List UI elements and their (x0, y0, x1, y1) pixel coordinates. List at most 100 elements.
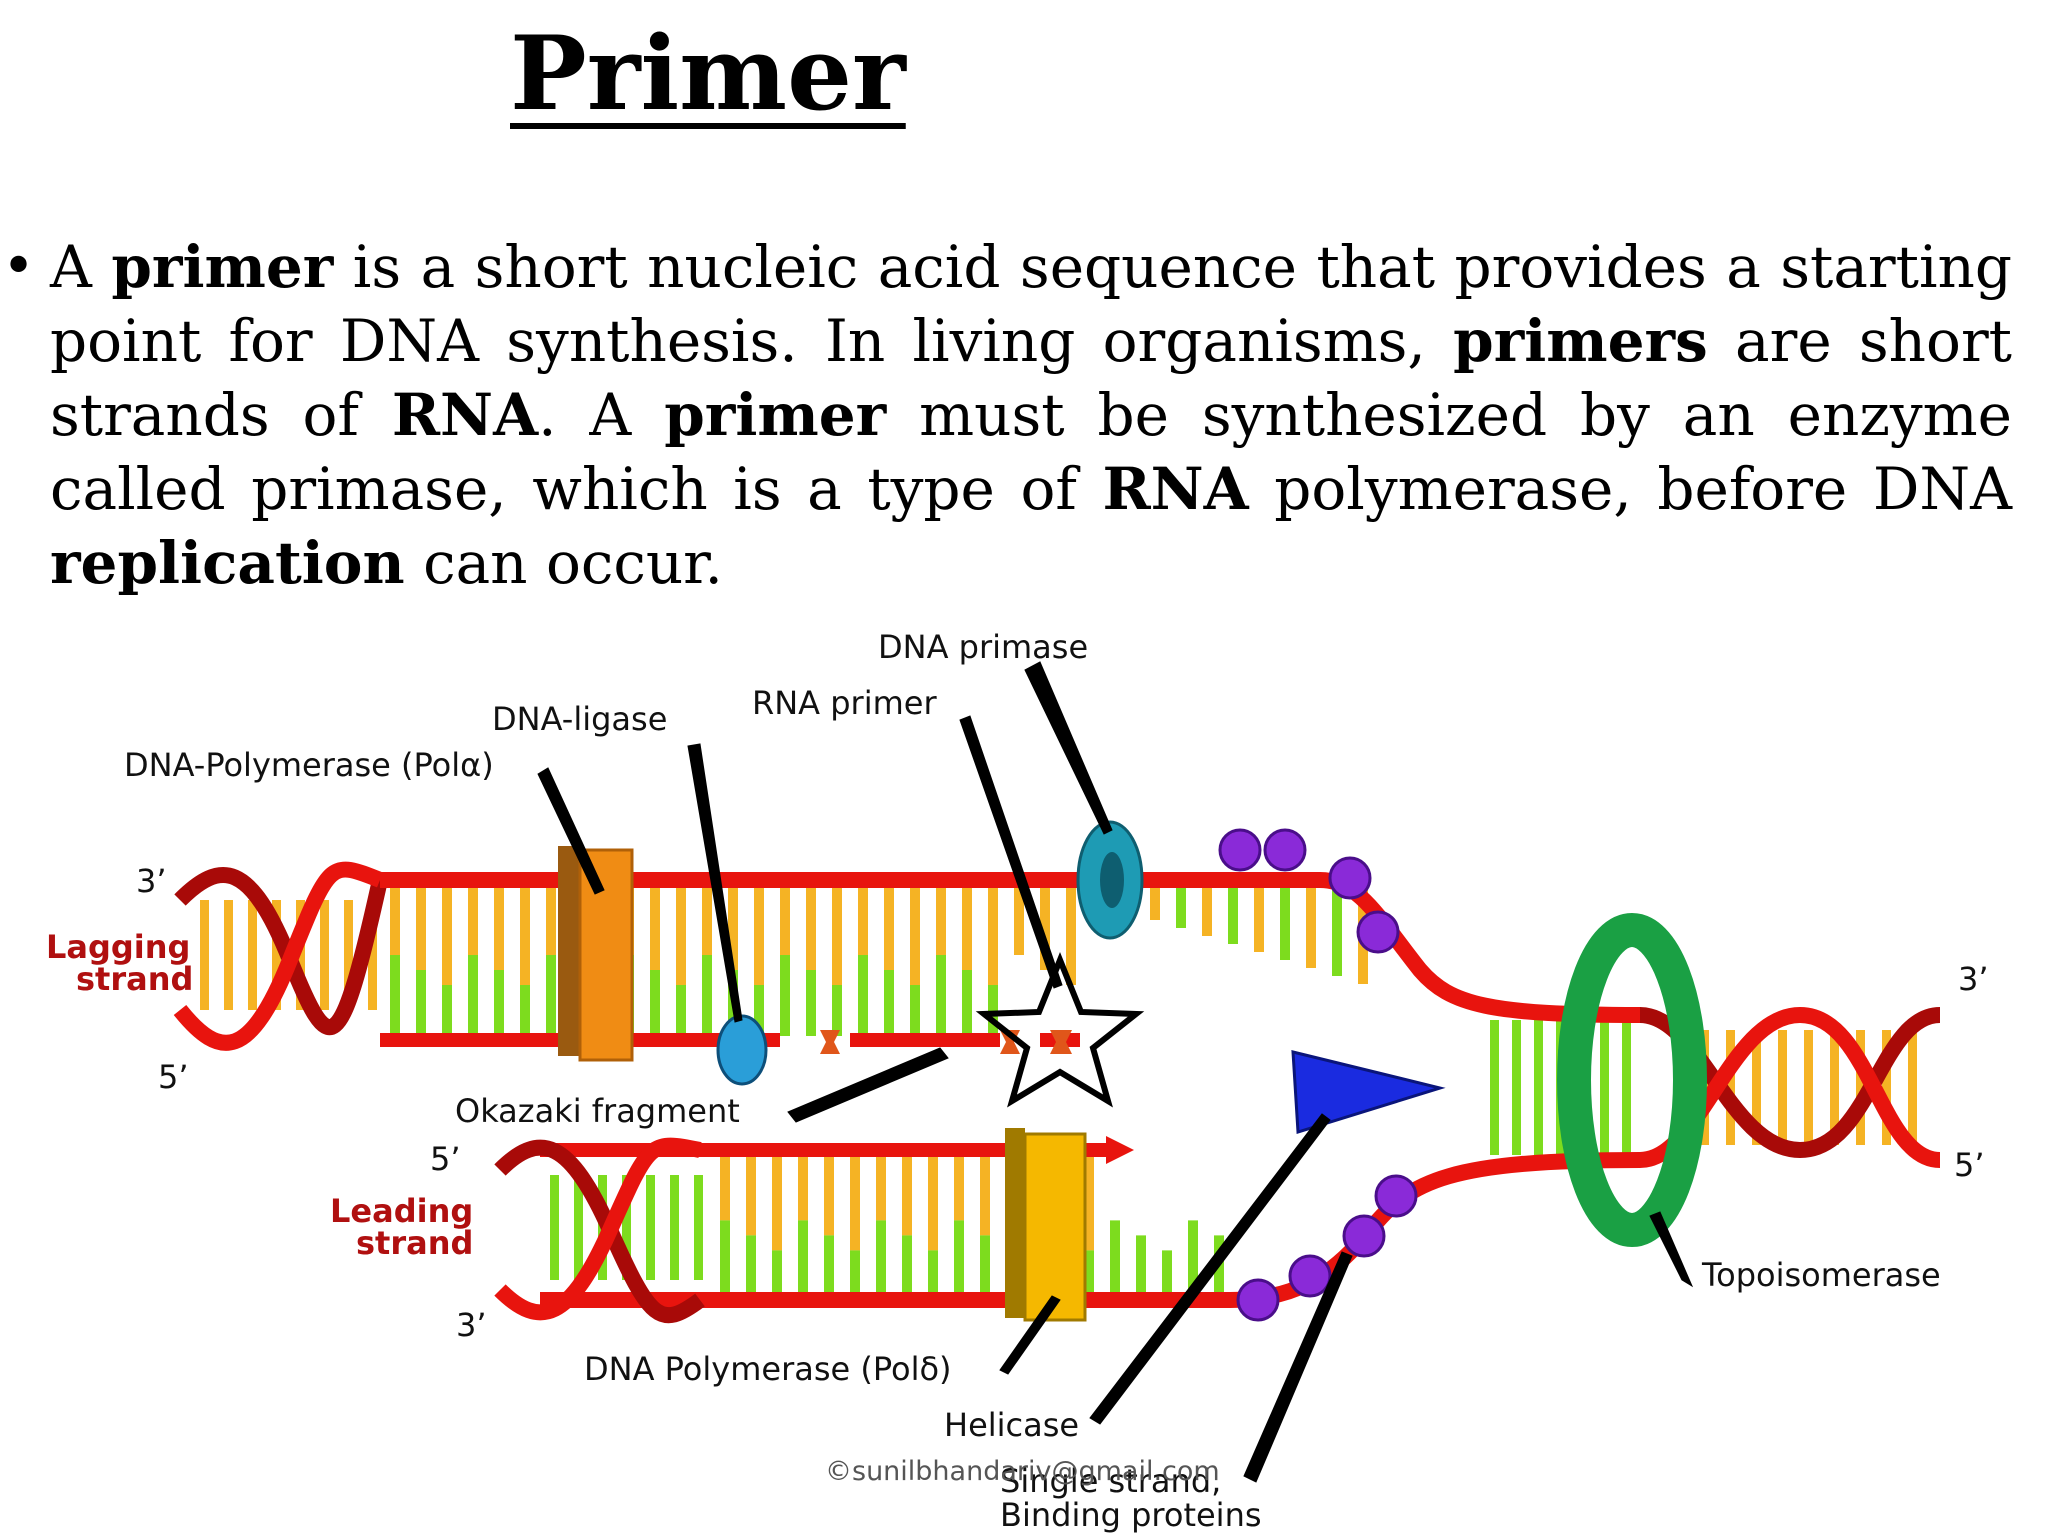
text-run: is a short nucleic acid sequence that pr… (50, 233, 2012, 375)
base-pair-rung (1014, 885, 1024, 955)
base-pair-rung (858, 885, 868, 955)
base-pair-rung (1512, 1020, 1521, 1155)
base-pair-rung (1534, 1020, 1543, 1155)
base-pair-rung (390, 885, 400, 955)
base-pair-rung (1188, 1220, 1198, 1296)
base-pair-rung (416, 885, 426, 970)
base-pair-rung (702, 955, 712, 1036)
base-pair-rung (928, 1250, 938, 1296)
bold-term-primers: primers (1453, 307, 1708, 375)
text-run: are short strands of (50, 307, 2012, 449)
dna-ligase (716, 1014, 768, 1086)
base-pair-rung (1066, 885, 1076, 985)
leading-helix-left (494, 1137, 705, 1324)
base-pair-rung (806, 970, 816, 1036)
ssb-protein (1218, 828, 1262, 872)
base-pair-rung (468, 885, 478, 955)
label-5-prime-top-left: 5’ (158, 1058, 189, 1096)
base-pair-rung (1084, 1250, 1094, 1296)
base-pair-rung (1280, 886, 1290, 960)
lagging-helix-left (173, 861, 388, 1051)
base-pair-rung (884, 970, 894, 1036)
base-pair-rung (200, 900, 209, 1010)
base-pair-rung (520, 885, 530, 985)
base-pair-rung (1306, 886, 1316, 968)
base-pair-rung (1752, 1030, 1761, 1145)
base-pair-rung (520, 985, 530, 1036)
base-pair-rung (1830, 1030, 1839, 1145)
base-pair-rung (928, 1154, 938, 1251)
base-pair-rung (676, 985, 686, 1036)
page-title: Primer (510, 14, 906, 134)
base-pair-rung (910, 885, 920, 985)
base-pair-rung (1856, 1030, 1865, 1145)
base-pair-rung (1162, 1250, 1172, 1296)
text-run: polymerase, before DNA (1248, 455, 2012, 523)
base-pair-rung (1332, 886, 1342, 976)
base-pair-rung (550, 1175, 559, 1280)
label-3-prime-right: 3’ (1958, 960, 1989, 998)
base-pair-rung (646, 1175, 655, 1280)
base-pair-rung (936, 955, 946, 1036)
base-pair-rung (1228, 886, 1238, 944)
ssb-protein (1288, 1254, 1332, 1298)
base-pair-rung (720, 1154, 730, 1221)
text-run: A (50, 233, 112, 301)
base-pair-rung (1804, 1030, 1813, 1145)
text-run: can occur. (404, 529, 723, 597)
base-pair-rung (824, 1154, 834, 1236)
label-leading-strand-2: strand (356, 1224, 473, 1262)
base-pair-rung (494, 885, 504, 970)
primer-highlight-star-icon (975, 951, 1145, 1108)
base-pair-rung (876, 1220, 886, 1296)
ssb-protein (1356, 910, 1400, 954)
dna-polymerase-alpha (558, 846, 634, 1062)
base-pair-rung (962, 885, 972, 970)
base-pair-rung (980, 1235, 990, 1296)
copyright-credit: ©sunilbhandariv@gmail.com (825, 1456, 1220, 1487)
base-pair-rung (650, 970, 660, 1036)
base-pair-rung (272, 900, 281, 1010)
bold-term-replication: replication (50, 529, 405, 597)
base-pair-rung (902, 1154, 912, 1236)
base-pair-rung (1726, 1030, 1735, 1145)
base-pair-rung (1084, 1154, 1094, 1251)
base-pair-rung (780, 955, 790, 1036)
label-topoisomerase: Topoisomerase (1701, 1256, 1941, 1294)
base-pair-rung (1176, 886, 1186, 928)
base-pair-rung (224, 900, 233, 1010)
label-ssb-line1: Single strand, (1000, 1462, 1221, 1500)
label-rna-primer: RNA primer (752, 684, 937, 722)
base-pair-rung (1150, 886, 1160, 920)
dna-replication-diagram: DNA primase RNA primer DNA-ligase DNA-Po… (46, 628, 1989, 1534)
base-pair-rung (468, 955, 478, 1036)
text-run: must be synthesized by an enzyme called … (50, 381, 2012, 523)
base-pair-rung (494, 970, 504, 1036)
base-pair-rung (442, 885, 452, 985)
base-pair-rung (988, 885, 998, 985)
base-pair-rung (390, 955, 400, 1036)
base-pair-rung (1136, 1235, 1146, 1296)
base-pair-rung (1110, 1220, 1120, 1296)
base-pair-rung (1600, 1020, 1609, 1155)
ssb-protein (1236, 1278, 1280, 1322)
label-lagging-strand-2: strand (76, 960, 193, 998)
bold-term-primer: primer (664, 381, 887, 449)
base-pair-rung (824, 1235, 834, 1296)
base-pair-rung (1882, 1030, 1891, 1145)
label-dna-ligase: DNA-ligase (492, 700, 667, 738)
label-dna-primase: DNA primase (878, 628, 1088, 666)
base-pair-rung (676, 885, 686, 985)
label-3-prime-top-left: 3’ (136, 862, 167, 900)
base-pair-rung (670, 1175, 679, 1280)
base-pair-rung (772, 1154, 782, 1251)
base-pair-rung (954, 1220, 964, 1296)
base-pair-rung (910, 985, 920, 1036)
base-pair-rung (320, 900, 329, 1010)
base-pair-rung (798, 1220, 808, 1296)
base-pair-rung (876, 1154, 886, 1221)
label-pol-alpha: DNA-Polymerase (Polα) (124, 746, 494, 784)
helicase (1291, 1050, 1446, 1134)
base-pair-rung (694, 1175, 703, 1280)
base-pair-rung (746, 1235, 756, 1296)
